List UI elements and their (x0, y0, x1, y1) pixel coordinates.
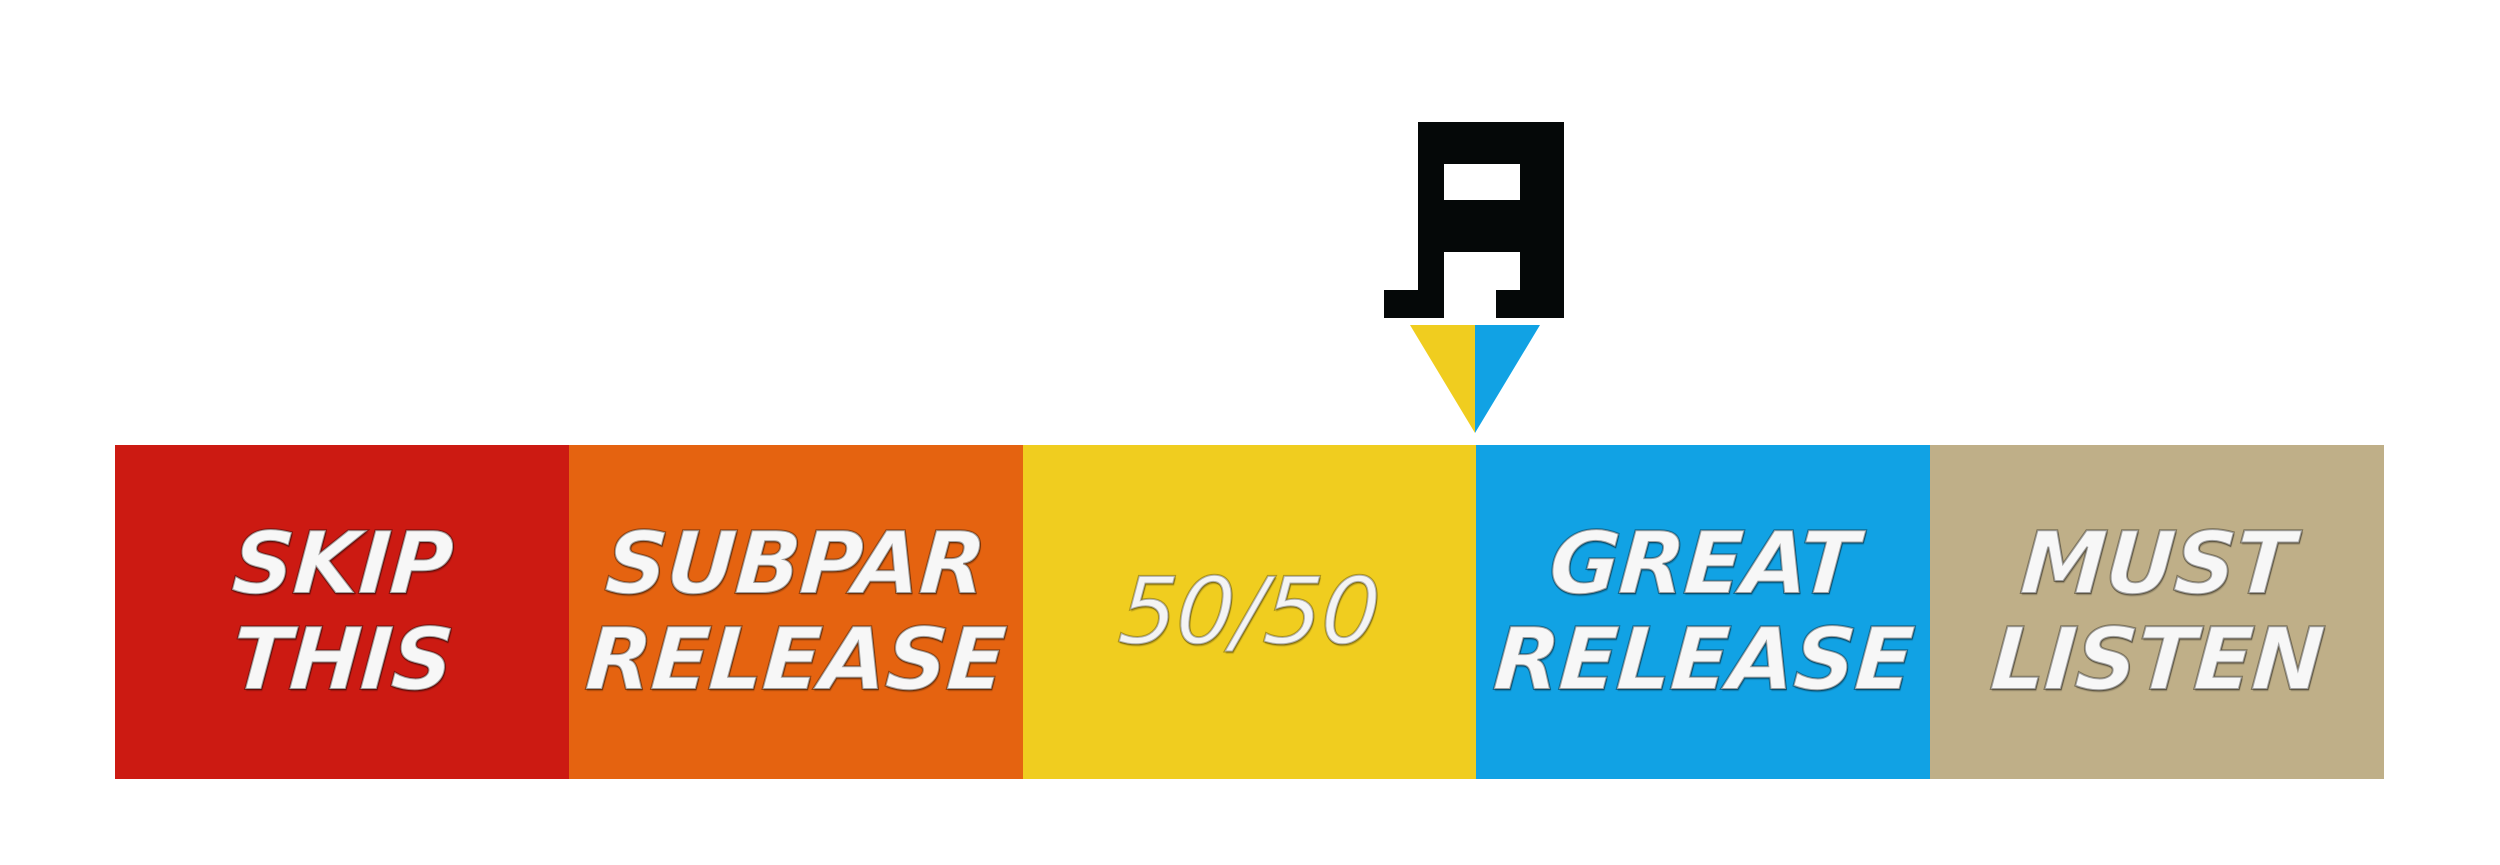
rating-scale-bar: SKIP THIS SUBPAR RELEASE 50/50 GREAT REL… (115, 445, 2384, 779)
pointer-left-half (1410, 325, 1475, 433)
pointer-right-half (1475, 325, 1540, 433)
segment-50-50: 50/50 (1022, 445, 1477, 779)
label-line: 50/50 (1115, 557, 1385, 666)
pointer-triangle-icon (1410, 325, 1540, 433)
segment-label-skip-this: SKIP THIS (227, 513, 457, 711)
label-line: MUST (2017, 513, 2298, 615)
segment-skip-this: SKIP THIS (115, 445, 569, 779)
segment-label-great-release: GREAT RELEASE (1489, 513, 1917, 711)
label-line: LISTEN (1987, 609, 2328, 711)
label-line: GREAT (1545, 513, 1862, 615)
segment-great-release: GREAT RELEASE (1476, 445, 1931, 779)
segment-label-subpar-release: SUBPAR RELEASE (582, 513, 1010, 711)
label-line: RELEASE (1489, 609, 1917, 711)
label-line: SKIP (228, 513, 457, 615)
segment-label-must-listen: MUST LISTEN (1987, 513, 2328, 711)
segment-label-50-50: 50/50 (1115, 557, 1385, 666)
label-line: SUBPAR (602, 513, 990, 615)
segment-must-listen: MUST LISTEN (1930, 445, 2384, 779)
label-line: RELEASE (582, 609, 1010, 711)
music-note-logo-icon (1384, 122, 1564, 318)
label-line: THIS (227, 609, 457, 711)
segment-subpar-release: SUBPAR RELEASE (568, 445, 1023, 779)
